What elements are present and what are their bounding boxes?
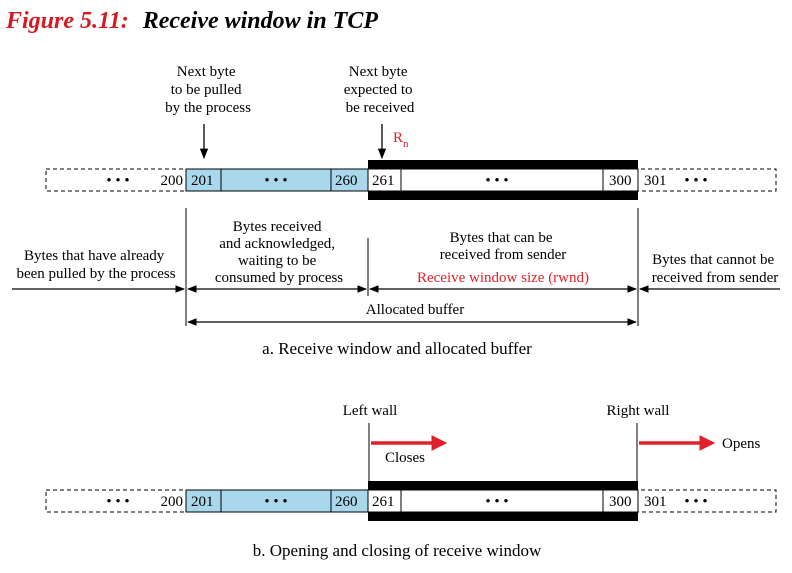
dots-mid: • • •: [264, 173, 287, 189]
rn-label: Rn: [393, 130, 409, 150]
byte-301: 301: [644, 173, 667, 189]
byte-200: 200: [161, 173, 184, 189]
label-can-be-received: Bytes that can be received from sender: [440, 230, 567, 263]
dots-left: • • •: [106, 173, 129, 189]
byte-301-b: 301: [644, 494, 667, 510]
byte-201-b: 201: [191, 494, 214, 510]
label-next-byte-pulled: Next byte to be pulled by the process: [165, 64, 251, 116]
rwnd-label: Receive window size (rwnd): [417, 270, 589, 286]
sequence-bar-a: • • • 200 201 • • • 260 261 • • • 300 30…: [45, 160, 777, 200]
caption-a: a. Receive window and allocated buffer: [262, 339, 532, 358]
left-wall-label: Left wall: [343, 403, 398, 419]
dots-window: • • •: [485, 173, 508, 189]
receive-window-cells: [367, 168, 639, 192]
byte-300-b: 300: [609, 494, 632, 510]
byte-261-b: 261: [372, 494, 395, 510]
figure-number: Figure 5.11:: [5, 8, 129, 34]
byte-261: 261: [372, 173, 395, 189]
opens-label: Opens: [722, 436, 760, 452]
part-b: Left wall Right wall Closes Opens • • • …: [45, 403, 777, 560]
byte-200-b: 200: [161, 494, 184, 510]
byte-201: 201: [191, 173, 214, 189]
dots-left-b: • • •: [106, 494, 129, 510]
dots-mid-b: • • •: [264, 494, 287, 510]
label-already-pulled: Bytes that have already been pulled by t…: [16, 248, 175, 282]
dots-right-b: • • •: [684, 494, 707, 510]
right-wall-label: Right wall: [607, 403, 670, 419]
byte-260-b: 260: [335, 494, 358, 510]
closes-label: Closes: [385, 450, 425, 466]
label-received-acknowledged: Bytes received and acknowledged, waiting…: [215, 219, 343, 286]
label-next-byte-expected: Next byte expected to be received: [344, 64, 416, 116]
figure-title: Figure 5.11: Receive window in TCP: [5, 8, 378, 34]
byte-300: 300: [609, 173, 632, 189]
byte-260: 260: [335, 173, 358, 189]
allocated-buffer-label: Allocated buffer: [366, 302, 464, 318]
figure-title-text: Receive window in TCP: [142, 8, 379, 34]
part-a: Next byte to be pulled by the process Ne…: [12, 64, 780, 358]
caption-b: b. Opening and closing of receive window: [253, 541, 542, 560]
sequence-bar-b: • • • 200 201 • • • 260 261 • • • 300 30…: [45, 481, 777, 521]
receive-window-cells-b: [367, 489, 639, 513]
label-cannot-receive: Bytes that cannot be received from sende…: [652, 252, 779, 286]
dots-right: • • •: [684, 173, 707, 189]
dots-window-b: • • •: [485, 494, 508, 510]
